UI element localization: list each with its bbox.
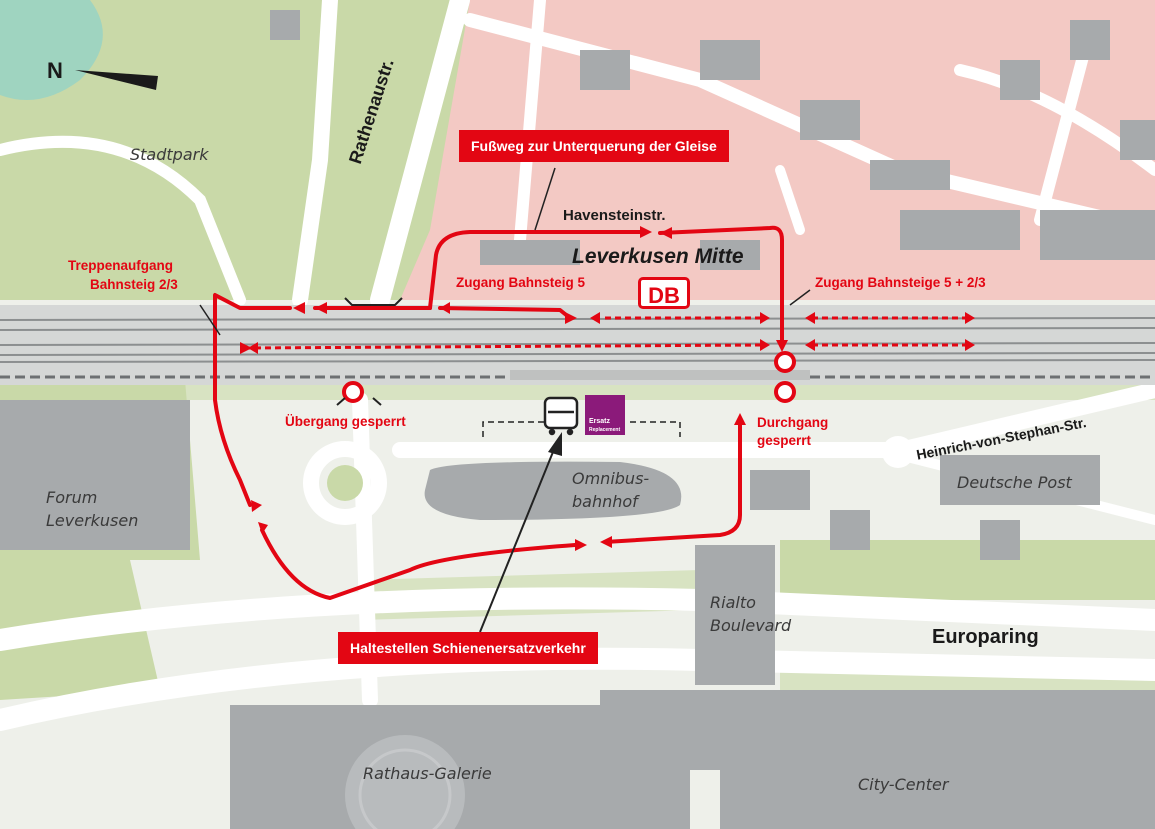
ersatz-badge-line2: Replacement [589,427,621,433]
dashed-routes [244,316,970,350]
forum-label-line1: Forum [46,488,98,507]
db-logo: DB [638,277,690,309]
route-arrowheads [240,226,975,551]
pointer-arrowhead [548,432,562,456]
europaring-label: Europaring [932,626,1039,648]
rathaus-galerie-label: Rathaus-Galerie [363,764,492,783]
rialto-label-line2: Boulevard [710,616,792,635]
leader-lines [199,167,811,336]
city-center-label: City-Center [858,775,949,794]
water-area [0,0,103,100]
closure-markers [342,351,796,403]
havensteinstr-label: Havensteinstr. [563,207,666,224]
durchgang-label-line2: gesperrt [757,433,812,448]
north-arrow [75,70,158,90]
zugang5-label: Zugang Bahnsteig 5 [456,275,586,290]
ersatz-badge-line1: Ersatz [589,418,611,425]
omnibus-label-line1: Omnibus- [572,469,650,488]
forum-label-line2: Leverkusen [46,511,139,530]
omnibus-label-line2: bahnhof [572,492,638,511]
zugang523-label: Zugang Bahnsteige 5 + 2/3 [815,275,986,290]
haltestellen-callout: Haltestellen Schienenersatzverkehr [338,632,598,664]
uebergang-label: Übergang gesperrt [285,414,406,429]
north-label: N [47,58,63,83]
buildings [0,10,1155,829]
deutsche-post-label: Deutsche Post [957,473,1072,492]
durchgang-label-line1: Durchgang [757,415,829,430]
bus-icon [543,396,579,436]
station-name: Leverkusen Mitte [572,245,744,268]
rialto-label-line1: Rialto [710,593,756,612]
stadtpark-label: Stadtpark [130,145,209,164]
fussweg-callout: Fußweg zur Unterquerung der Gleise [459,130,729,162]
treppen-label-line1: Treppenaufgang [68,258,174,273]
treppen-label-line2: Bahnsteig 2/3 [90,277,178,292]
ersatz-badge-icon: Ersatz Replacement [585,395,625,435]
